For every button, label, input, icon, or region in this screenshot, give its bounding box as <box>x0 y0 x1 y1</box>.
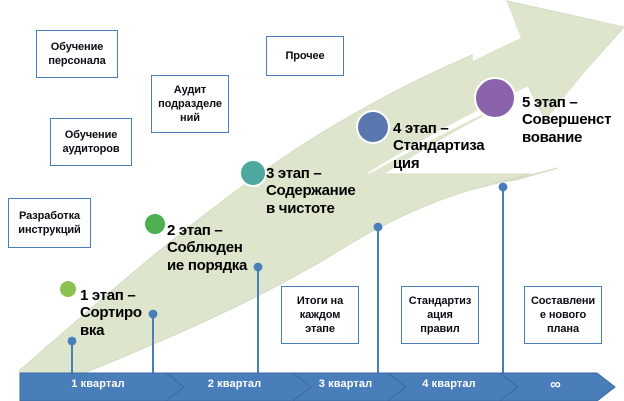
stage-4-circle[interactable] <box>356 110 390 144</box>
tl-infinity[interactable]: ∞ <box>500 371 615 397</box>
tl-q3[interactable]: 3 квартал <box>293 371 406 397</box>
connector-dot-5 <box>498 182 508 192</box>
timeline-shapes <box>19 372 616 401</box>
growth-arrow-notch <box>470 0 521 61</box>
connector-dot-1 <box>67 336 77 346</box>
stage-2-circle[interactable] <box>143 212 167 236</box>
stage-1-circle[interactable] <box>58 279 78 299</box>
growth-arrow-body <box>19 4 622 383</box>
tl-q1-label: 1 квартал <box>71 378 125 390</box>
stage-4-label: 4 этап – Стандартиза ция <box>393 120 485 172</box>
box-standardization-label: Стандартиз ация правил <box>408 294 472 336</box>
tl-infinity-label: ∞ <box>550 375 561 393</box>
stage-3-circle[interactable] <box>239 159 267 187</box>
timeline-seg-5-shape <box>498 372 616 401</box>
tl-q2[interactable]: 2 квартал <box>166 371 311 397</box>
box-new-plan[interactable]: Составлени е нового плана <box>524 286 602 344</box>
box-results-label: Итоги на каждом этапе <box>296 294 344 336</box>
tl-q4-label: 4 квартал <box>422 378 476 390</box>
stage-3-label: 3 этап – Содержание в чистоте <box>266 165 356 217</box>
box-results[interactable]: Итоги на каждом этапе <box>281 286 359 344</box>
tl-q4[interactable]: 4 квартал <box>388 371 518 397</box>
connector-dot-4 <box>373 222 383 232</box>
stage-1-label: 1 этап – Сортиро вка <box>80 287 142 339</box>
box-training-staff-label: Обучение персонала <box>48 40 106 67</box>
box-other-label: Прочее <box>285 49 325 62</box>
connector-dot-2 <box>148 309 158 319</box>
connector-dot-3 <box>253 262 263 272</box>
box-other[interactable]: Прочее <box>266 36 344 76</box>
box-instructions[interactable]: Разработка инструкций <box>8 198 91 248</box>
box-audit-units-label: Аудит подразделе ний <box>158 83 222 125</box>
tl-q3-label: 3 квартал <box>318 378 373 390</box>
box-instructions-label: Разработка инструкций <box>18 209 81 236</box>
tl-q1[interactable]: 1 квартал <box>20 371 184 397</box>
tl-q2-label: 2 квартал <box>207 378 262 390</box>
box-training-auditors-label: Обучение аудиторов <box>62 128 120 155</box>
box-audit-units[interactable]: Аудит подразделе ний <box>151 75 229 133</box>
stage-2-label: 2 этап – Соблюден ие порядка <box>167 222 248 274</box>
box-standardization[interactable]: Стандартиз ация правил <box>401 286 479 344</box>
stage-5-circle[interactable] <box>474 77 516 119</box>
box-training-auditors[interactable]: Обучение аудиторов <box>50 118 132 166</box>
stage-5-label: 5 этап – Совершенст вование <box>522 94 612 146</box>
box-training-staff[interactable]: Обучение персонала <box>36 30 118 78</box>
box-new-plan-label: Составлени е нового плана <box>530 294 596 336</box>
timeline: 1 квартал 2 квартал 3 квартал 4 квартал … <box>18 371 614 397</box>
